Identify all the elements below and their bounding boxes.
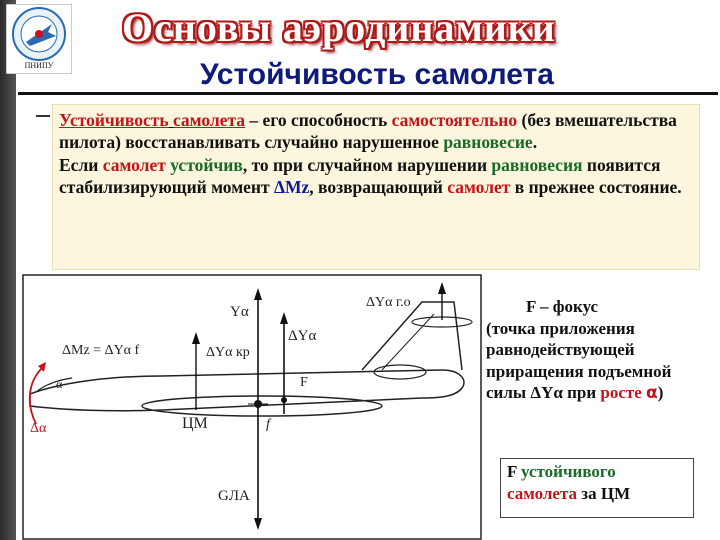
page-title: Основы аэродинамики — [122, 5, 556, 50]
label-moment: ΔMz = ΔYα f — [62, 343, 140, 358]
logo-caption: ПНИПУ — [25, 61, 54, 70]
label-cm: ЦМ — [182, 415, 208, 432]
left-accent-bar — [0, 0, 16, 540]
focus-growth-word: росте — [600, 383, 642, 402]
term-stability: Устойчивость — [59, 110, 169, 130]
bullet-dash — [36, 115, 50, 117]
university-logo: ПНИПУ — [6, 4, 72, 74]
moment-symbol: ΔMz — [273, 177, 310, 198]
focus-heading: F – фокус — [526, 297, 599, 316]
label-delta-alpha: Δα — [30, 421, 47, 436]
label-dya-tail: ΔYα г.о — [366, 295, 411, 310]
page-subtitle: Устойчивость самолета — [200, 58, 554, 91]
label-arm: f — [266, 417, 272, 432]
stable-airplane-box: F устойчивого самолета за ЦМ — [500, 458, 694, 518]
term-airplane: самолета — [172, 110, 246, 130]
label-ya: Yα — [230, 304, 249, 320]
fuselage-outline — [29, 369, 465, 412]
label-dya: ΔYα — [288, 328, 316, 344]
title-divider — [18, 92, 718, 95]
focus-explanation: F – фокус (точка приложения равнодейству… — [486, 296, 714, 405]
focus-point-marker — [281, 397, 287, 403]
definition-textbox: Устойчивость самолета – его способность … — [52, 104, 700, 270]
label-alpha: α — [56, 377, 63, 391]
focus-alpha-symbol: α — [646, 383, 658, 403]
tail-fin — [361, 301, 463, 371]
label-dya-wing: ΔYα кр — [206, 345, 250, 360]
aircraft-stability-diagram: Yα ΔYα ΔYα г.о ΔYα кр ΔMz = ΔYα f Δα α Ц… — [22, 274, 482, 540]
wing-outline — [141, 395, 383, 417]
label-weight: GЛА — [218, 488, 250, 504]
label-focus-point: F — [300, 375, 308, 390]
focus-dya-symbol: ΔYα — [530, 383, 563, 402]
rotation-arrow-icon — [28, 367, 43, 425]
